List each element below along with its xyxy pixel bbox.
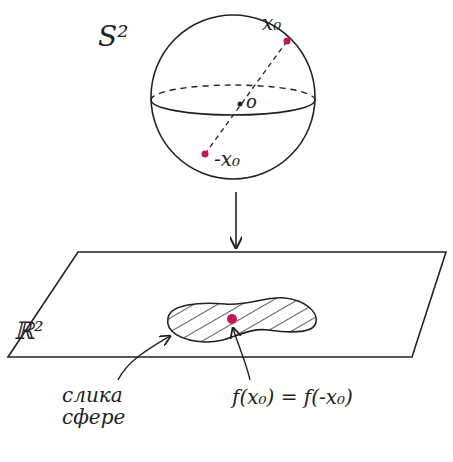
map-arrow (235, 192, 237, 248)
sphere-name: S² (98, 22, 128, 53)
diameter-line (205, 41, 287, 154)
sphere-image-region (168, 298, 317, 342)
callout-label: слика сфере (62, 384, 152, 428)
plane-outline (8, 252, 446, 357)
sphere-outline (151, 15, 315, 179)
plane-name: ℝ² (14, 318, 44, 344)
callout-label: f(x₀) = f(-x₀) (232, 386, 353, 408)
leader-line (118, 336, 170, 380)
point-minus-x0 (202, 151, 209, 158)
point-label: -x₀ (214, 148, 240, 170)
point-x0 (284, 38, 291, 45)
leader-line (233, 328, 250, 380)
image-point (227, 314, 237, 324)
equator-back (151, 85, 315, 100)
equator-front (151, 100, 315, 115)
center-point (238, 102, 243, 107)
point-label: o (246, 92, 257, 112)
point-label: x₀ (262, 12, 281, 34)
